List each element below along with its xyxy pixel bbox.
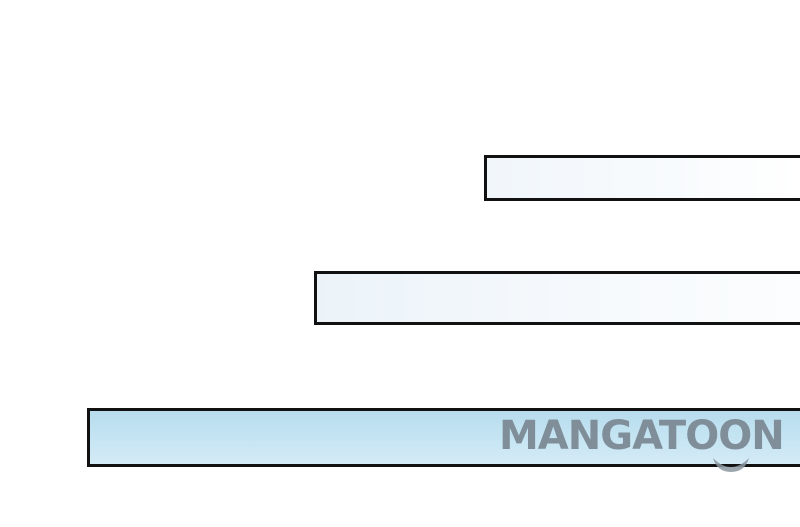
speech-panel-middle [314, 271, 800, 325]
watermark: MANGATOON [499, 411, 785, 472]
smile-mark-icon [713, 458, 749, 472]
speech-panel-bottom [87, 408, 800, 467]
speech-panel-top [484, 155, 800, 201]
watermark-text: MANGATOON [499, 413, 785, 459]
